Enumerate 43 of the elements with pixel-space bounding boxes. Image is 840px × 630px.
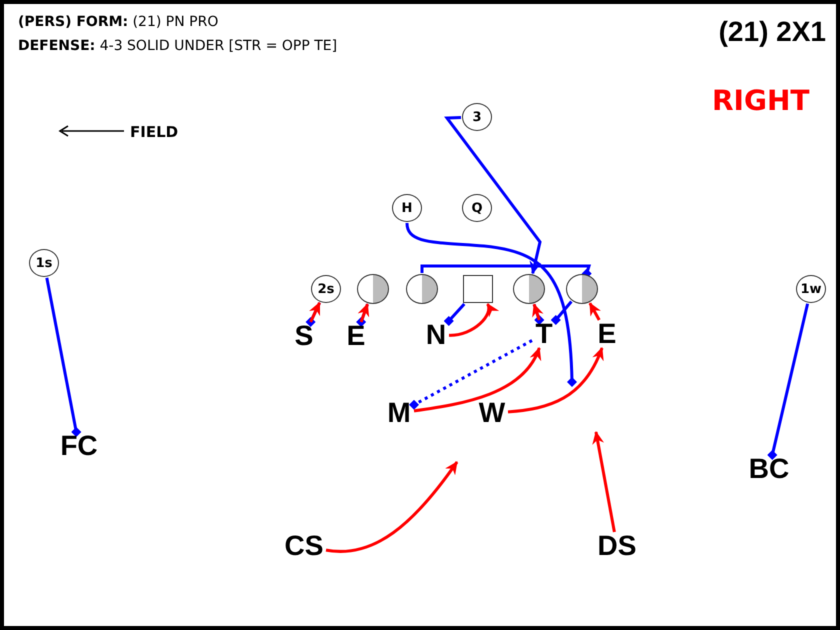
- route-arrow: [358, 303, 370, 322]
- player-circle: 2s: [311, 275, 341, 303]
- defender-letter: S: [293, 323, 315, 349]
- defender-letter: N: [424, 322, 448, 348]
- defender-letter: W: [477, 400, 507, 426]
- block-line: [767, 303, 810, 460]
- player-circle: H: [392, 194, 422, 222]
- block-line: [550, 300, 573, 325]
- route-arrow: [309, 302, 321, 323]
- lineman-circle: [357, 274, 389, 304]
- formation-text: (PERS) FORM: (21) PN PRO: [18, 14, 218, 30]
- player-circle: 3: [462, 103, 492, 131]
- defender-letter: E: [345, 323, 367, 349]
- block-line: [406, 222, 577, 387]
- side-label: RIGHT: [712, 84, 810, 117]
- route-arrow: [414, 347, 541, 412]
- route-arrow: [592, 431, 616, 532]
- defender-letter: BC: [748, 456, 790, 482]
- play-title: (21) 2X1: [718, 16, 826, 48]
- block-line: [45, 278, 82, 437]
- block-line: [409, 339, 533, 410]
- defender-letter: M: [385, 400, 413, 426]
- defender-letter: E: [596, 321, 618, 347]
- player-circle: 1w: [796, 275, 826, 303]
- route-arrow: [532, 303, 544, 320]
- defender-letter: FC: [59, 433, 99, 459]
- lineman-circle: [513, 274, 545, 304]
- route-arrow: [508, 347, 604, 414]
- block-line: [444, 302, 466, 326]
- defender-letter: T: [533, 321, 555, 347]
- defender-letter: CS: [283, 533, 325, 559]
- direction-label: FIELD: [130, 123, 178, 141]
- defender-letter: DS: [596, 533, 638, 559]
- lineman-circle: [406, 274, 438, 304]
- route-arrow: [448, 303, 498, 337]
- player-circle: Q: [462, 194, 492, 222]
- route-arrow: [444, 116, 542, 274]
- center-square: [463, 275, 493, 303]
- player-circle: 1s: [29, 249, 59, 277]
- route-arrow: [588, 302, 601, 321]
- defense-text: DEFENSE: 4-3 SOLID UNDER [STR = OPP TE]: [18, 38, 338, 54]
- lineman-circle: [566, 274, 598, 304]
- route-arrow: [326, 461, 458, 553]
